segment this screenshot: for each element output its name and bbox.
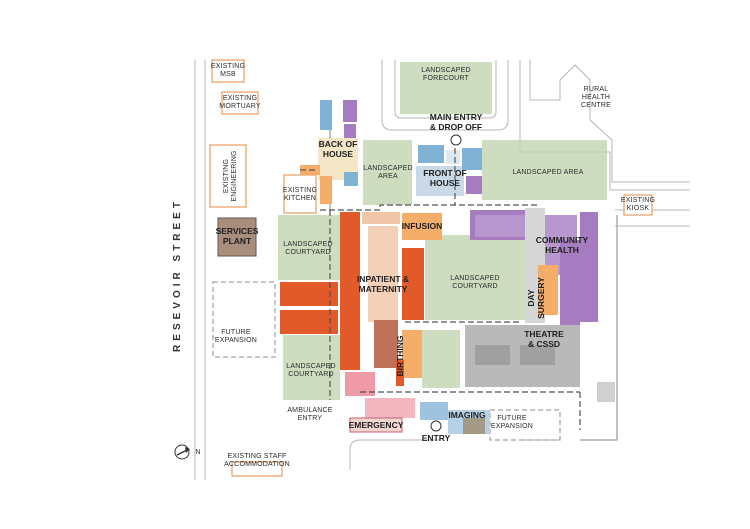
circulation-routes (300, 148, 581, 430)
landscaped-forecourt (400, 62, 492, 114)
label-theatre-cssd: THEATRE& CSSD (524, 329, 564, 349)
existing-kiosk-building (623, 194, 653, 216)
label-main-entry: MAIN ENTRY& DROP OFF (430, 112, 483, 132)
north-arrow-icon: N (174, 444, 200, 460)
existing-kitchen-building (283, 174, 317, 214)
existing-mortuary-building (221, 91, 259, 115)
landscaped-courtyard-center (425, 235, 525, 320)
birthing-zone (396, 330, 422, 386)
existing-engineering-building (209, 144, 247, 208)
landscaped-courtyard-lower-left (283, 335, 340, 400)
future-expansion-left-zone (212, 281, 276, 358)
theatre-cssd-zone (465, 325, 615, 402)
label-inpatient-maternity: INPATIENT &MATERNITY (357, 274, 409, 294)
main-entry-marker (450, 134, 462, 146)
landscaped-area-left (363, 140, 412, 205)
existing-msb-building (211, 59, 245, 83)
existing-staff-building (231, 461, 283, 477)
services-plant-building (217, 217, 257, 257)
emergency-zone (345, 372, 415, 433)
label-area-right: LANDSCAPED AREA (512, 169, 583, 176)
landscaped-area-right (482, 140, 607, 200)
back-of-house-zone (300, 100, 358, 204)
north-label: N (195, 449, 200, 456)
imaging-zone (420, 402, 490, 434)
label-birthing: BIRTHING (395, 335, 405, 376)
label-day-surgery: DAYSURGERY (526, 277, 546, 319)
label-existing-engineering: EXISTINGENGINEERING (223, 150, 238, 201)
front-of-house-zone (416, 145, 482, 196)
landscaped-courtyard-upper-left (278, 215, 340, 280)
community-health-zone (470, 208, 598, 325)
label-entry: ENTRY (422, 433, 451, 443)
street-label: RESEVOIR STREET (172, 198, 183, 352)
label-imaging: IMAGING (448, 410, 486, 420)
label-emergency: EMERGENCY (349, 420, 404, 430)
entry-marker (430, 420, 442, 432)
entry-markers (430, 134, 462, 432)
landscaped-areas (278, 62, 607, 400)
label-infusion: INFUSION (402, 221, 443, 231)
inpatient-maternity-zone (280, 212, 424, 370)
infusion-zone (402, 213, 442, 240)
